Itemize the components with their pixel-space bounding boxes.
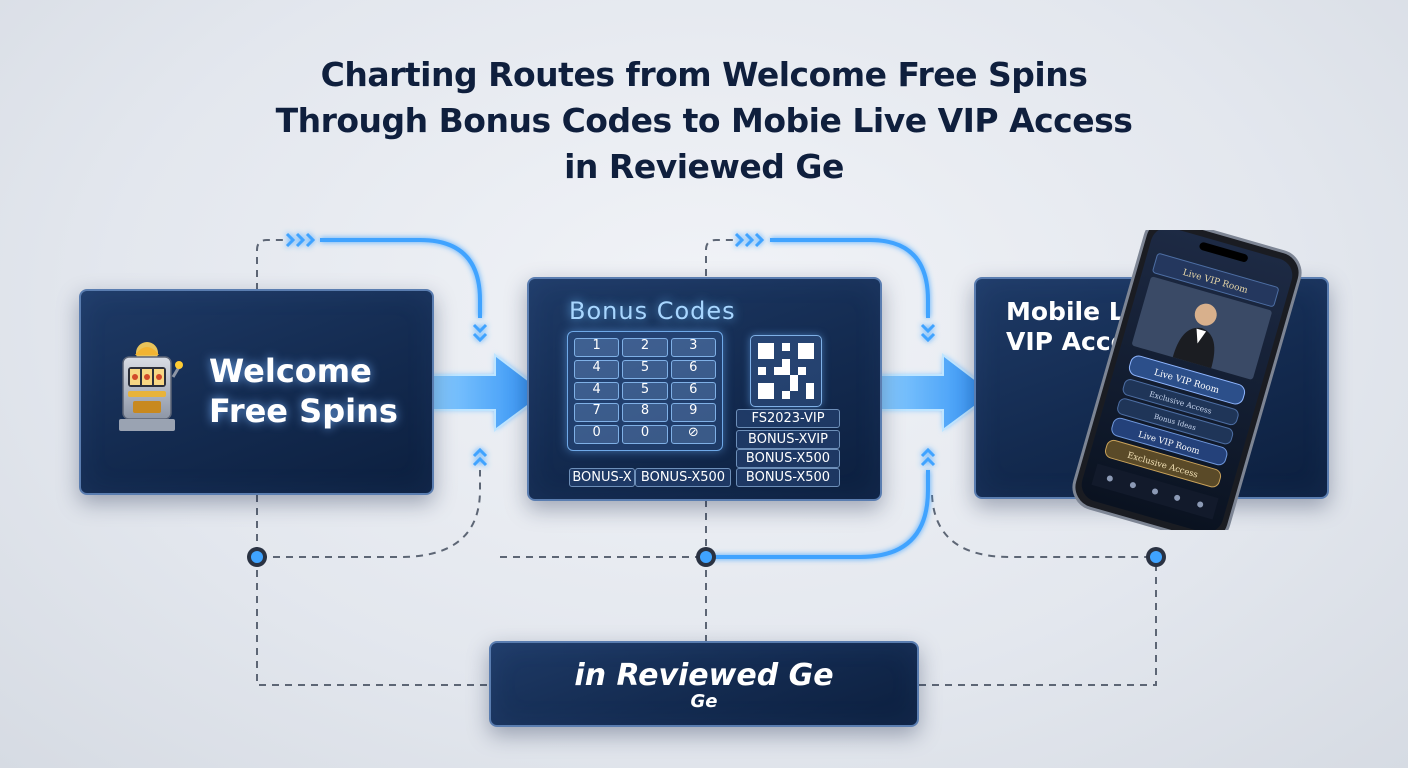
- title-line-3: in Reviewed Ge: [564, 147, 844, 186]
- code-keypad: 1 2 3 4 5 6 4 5 6 7 8 9 0 0 ⊘: [567, 331, 723, 451]
- keypad-key[interactable]: 2: [622, 338, 668, 357]
- chevron-markers: [285, 232, 936, 467]
- keypad-key[interactable]: 6: [670, 381, 716, 401]
- keypad-key[interactable]: 4: [574, 381, 620, 401]
- bonus-code-chip[interactable]: BONUS-X500: [635, 468, 731, 487]
- welcome-line-2: Free Spins: [209, 392, 398, 430]
- smartphone-icon: Live VIP Room Live VIP Room Exclusive Ac…: [1072, 230, 1302, 530]
- qr-code-icon: [750, 335, 822, 407]
- bonus-codes-card[interactable]: Bonus Codes 1 2 3 4 5 6 4 5 6 7 8 9 0 0 …: [527, 277, 882, 501]
- bonus-code-chip[interactable]: BONUS-X: [569, 468, 635, 487]
- slot-machine-icon: [119, 342, 183, 431]
- reviewed-label: in Reviewed Ge: [574, 658, 834, 693]
- keypad-key[interactable]: 3: [670, 338, 716, 357]
- route-nodes: [247, 547, 1166, 567]
- keypad-key[interactable]: ⊘: [670, 425, 716, 444]
- keypad-key[interactable]: 5: [622, 381, 668, 401]
- keypad-key[interactable]: 8: [622, 403, 668, 423]
- highlighted-routes: [320, 238, 930, 559]
- keypad-key[interactable]: 5: [622, 359, 668, 379]
- keypad-key[interactable]: 4: [574, 359, 620, 379]
- welcome-free-spins-card[interactable]: Welcome Free Spins: [79, 289, 434, 495]
- keypad-key[interactable]: 1: [574, 338, 620, 357]
- flow-arrows: [423, 352, 995, 432]
- title-line-2: Through Bonus Codes to Mobie Live VIP Ac…: [275, 101, 1133, 140]
- welcome-line-1: Welcome: [209, 352, 372, 390]
- dashed-routes: [256, 239, 1157, 686]
- bonus-codes-title: Bonus Codes: [569, 297, 736, 325]
- bonus-code-chip[interactable]: BONUS-X500: [736, 468, 840, 487]
- bonus-code-chip[interactable]: BONUS-X500: [736, 449, 840, 468]
- reviewed-sublabel: Ge: [690, 691, 718, 712]
- page-title: Charting Routes from Welcome Free Spins …: [0, 52, 1408, 190]
- welcome-free-spins-label: Welcome Free Spins: [209, 351, 429, 431]
- reviewed-games-card[interactable]: in Reviewed Ge Ge: [489, 641, 919, 727]
- title-line-1: Charting Routes from Welcome Free Spins: [320, 55, 1088, 94]
- bonus-code-chip[interactable]: BONUS-XVIP: [736, 430, 840, 449]
- keypad-key[interactable]: 6: [670, 359, 716, 379]
- keypad-key[interactable]: 7: [574, 403, 620, 423]
- keypad-key[interactable]: 9: [670, 403, 716, 423]
- bonus-code-chip[interactable]: FS2023-VIP: [736, 409, 840, 428]
- keypad-key[interactable]: 0: [622, 425, 668, 444]
- keypad-key[interactable]: 0: [574, 425, 620, 444]
